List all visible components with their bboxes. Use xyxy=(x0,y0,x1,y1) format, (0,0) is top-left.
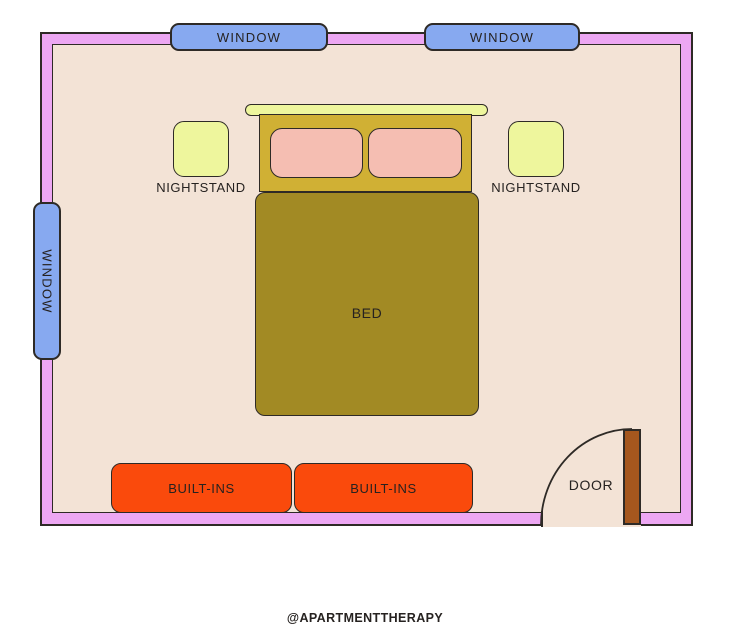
window-top-left-label: WINDOW xyxy=(216,29,282,45)
nightstand-right xyxy=(508,121,564,177)
bed-label: BED xyxy=(351,305,383,321)
watermark-text: @APARTMENTTHERAPY xyxy=(286,611,444,625)
built-ins-right: BUILT-INS xyxy=(294,463,473,513)
bed xyxy=(255,192,479,416)
window-left-wall: WINDOW xyxy=(33,202,61,360)
built-ins-right-label: BUILT-INS xyxy=(350,480,417,496)
window-top-right-label: WINDOW xyxy=(469,29,535,45)
built-ins-left: BUILT-INS xyxy=(111,463,292,513)
built-ins-left-label: BUILT-INS xyxy=(168,480,235,496)
pillow-left xyxy=(270,128,363,178)
door-swing-arc xyxy=(540,428,633,526)
pillow-right xyxy=(368,128,462,178)
door-panel xyxy=(623,429,641,525)
nightstand-left xyxy=(173,121,229,177)
door-label: DOOR xyxy=(568,477,614,493)
nightstand-left-label: NIGHTSTAND xyxy=(156,180,246,195)
window-top-right: WINDOW xyxy=(424,23,580,51)
window-left-wall-label: WINDOW xyxy=(39,248,55,314)
window-top-left: WINDOW xyxy=(170,23,328,51)
nightstand-right-label: NIGHTSTAND xyxy=(491,180,581,195)
